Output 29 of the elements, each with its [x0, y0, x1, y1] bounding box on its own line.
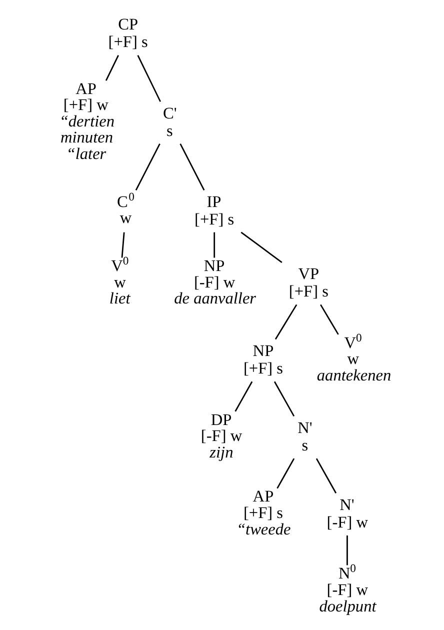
node-text: C$^{0}$ w	[116, 190, 134, 228]
connector	[240, 232, 282, 264]
connector	[136, 54, 160, 102]
connector	[234, 381, 252, 412]
node-text: C' s	[162, 103, 176, 140]
node-text: VP [+F] s	[288, 264, 328, 301]
node-text: N' s	[297, 418, 312, 454]
node-text: AP [+F] s “tweede	[236, 486, 290, 538]
node-text: DP [-F] w zijn	[200, 410, 242, 462]
node-text: N' [-F] w	[326, 494, 368, 532]
connector	[346, 535, 348, 566]
node-text: V$^{0}$ w aantekenen	[316, 331, 391, 385]
connector	[179, 144, 204, 191]
connector	[120, 232, 124, 258]
node-text: IP [+F] s	[194, 192, 234, 228]
node-text: NP [-F] w de aanvaller	[174, 256, 256, 308]
connector	[134, 144, 160, 191]
node-text: CP [+F] s	[108, 14, 148, 52]
connector	[104, 54, 118, 81]
connector	[320, 304, 338, 335]
connector	[276, 458, 294, 489]
connector	[273, 381, 294, 417]
node-text: NP [+F] s	[242, 341, 283, 378]
node-text: V$^{0}$ w liet	[108, 254, 130, 308]
connector	[274, 304, 297, 340]
node-text: AP [+F] w “dertien minuten “later	[58, 78, 114, 164]
node-text: N$^{0}$ [-F] w doelpunt	[318, 562, 376, 616]
connector	[213, 232, 215, 258]
connector	[315, 458, 336, 494]
